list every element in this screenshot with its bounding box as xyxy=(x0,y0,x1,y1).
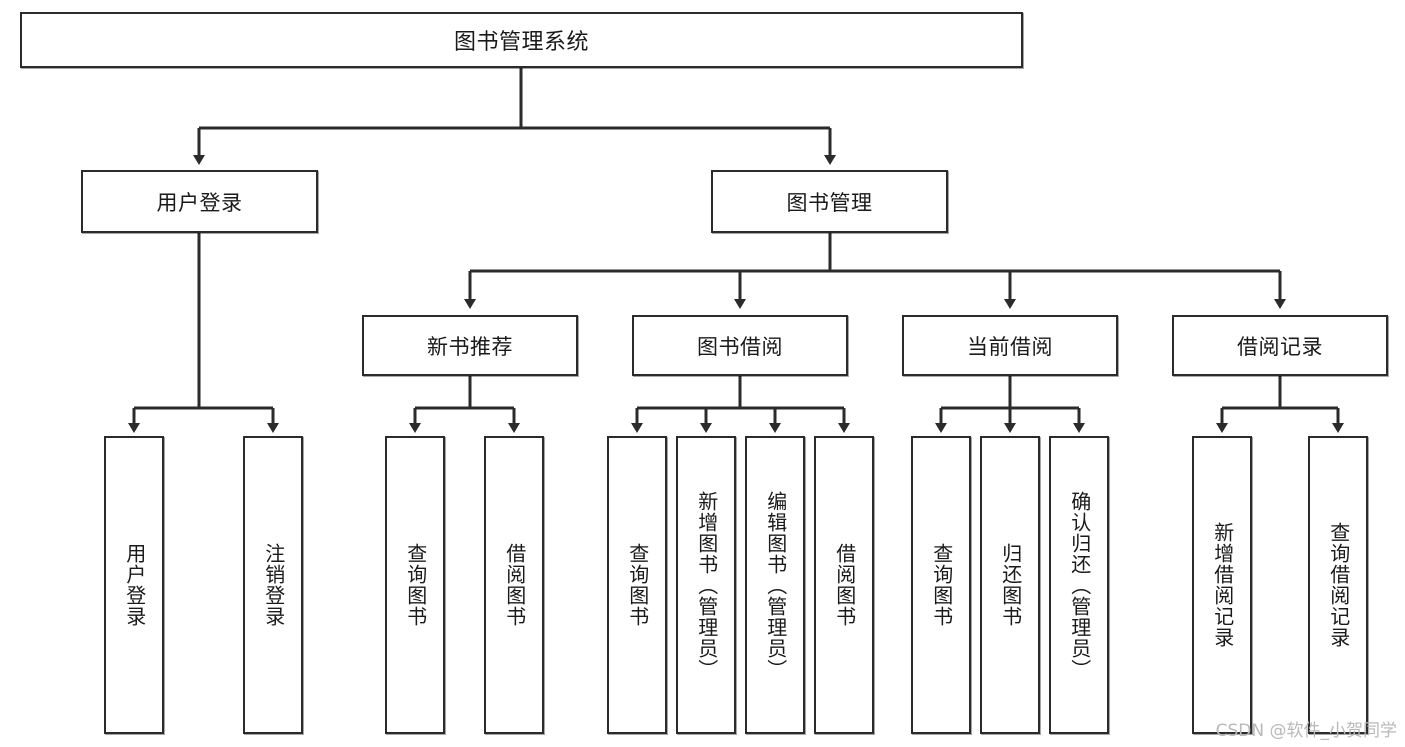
node-label: 注销登录 xyxy=(261,543,286,627)
node-label: 图书管理系统 xyxy=(453,30,589,55)
leaf-new-book-query[interactable]: 查询图书 xyxy=(385,436,445,734)
node-new-book-recommend[interactable]: 新书推荐 xyxy=(362,315,578,376)
node-label: 查询借阅记录 xyxy=(1326,522,1351,648)
node-borrow-record[interactable]: 借阅记录 xyxy=(1172,315,1388,376)
leaf-user-login-logout[interactable]: 注销登录 xyxy=(243,436,303,734)
node-label: 借阅记录 xyxy=(1237,334,1323,359)
leaf-borrow-record-query[interactable]: 查询借阅记录 xyxy=(1308,436,1368,734)
node-label: 图书管理 xyxy=(786,190,873,215)
leaf-borrow-record-add[interactable]: 新增借阅记录 xyxy=(1192,436,1252,734)
leaf-user-login-login[interactable]: 用户登录 xyxy=(104,436,164,734)
node-label: 查询图书 xyxy=(403,543,428,627)
node-label: 借阅图书 xyxy=(832,543,857,627)
node-book-management[interactable]: 图书管理 xyxy=(711,170,948,233)
node-label: 图书借阅 xyxy=(697,334,783,359)
leaf-current-borrow-confirm-return[interactable]: 确认归还（管理员） xyxy=(1049,436,1109,734)
node-label: 新增图书（管理员） xyxy=(694,490,719,680)
node-label: 查询图书 xyxy=(929,543,954,627)
node-label: 当前借阅 xyxy=(967,334,1053,359)
node-label: 编辑图书（管理员） xyxy=(763,490,788,680)
leaf-book-borrow-edit[interactable]: 编辑图书（管理员） xyxy=(745,436,805,734)
leaf-current-borrow-query[interactable]: 查询图书 xyxy=(911,436,971,734)
node-book-borrow[interactable]: 图书借阅 xyxy=(632,315,848,376)
node-label: 确认归还（管理员） xyxy=(1067,490,1092,680)
node-label: 新增借阅记录 xyxy=(1210,522,1235,648)
node-root-system[interactable]: 图书管理系统 xyxy=(20,12,1023,68)
leaf-new-book-borrow[interactable]: 借阅图书 xyxy=(484,436,544,734)
node-label: 用户登录 xyxy=(122,543,147,627)
node-label: 归还图书 xyxy=(998,543,1023,627)
leaf-book-borrow-add[interactable]: 新增图书（管理员） xyxy=(676,436,736,734)
node-label: 借阅图书 xyxy=(502,543,527,627)
leaf-book-borrow-borrow[interactable]: 借阅图书 xyxy=(814,436,874,734)
node-current-borrow[interactable]: 当前借阅 xyxy=(902,315,1118,376)
node-label: 用户登录 xyxy=(156,190,243,215)
leaf-book-borrow-query[interactable]: 查询图书 xyxy=(607,436,667,734)
node-user-login[interactable]: 用户登录 xyxy=(81,170,318,233)
node-label: 查询图书 xyxy=(625,543,650,627)
csdn-watermark: CSDN @软件_小贺同学 xyxy=(1215,721,1397,741)
node-label: 新书推荐 xyxy=(427,334,513,359)
leaf-current-borrow-return[interactable]: 归还图书 xyxy=(980,436,1040,734)
